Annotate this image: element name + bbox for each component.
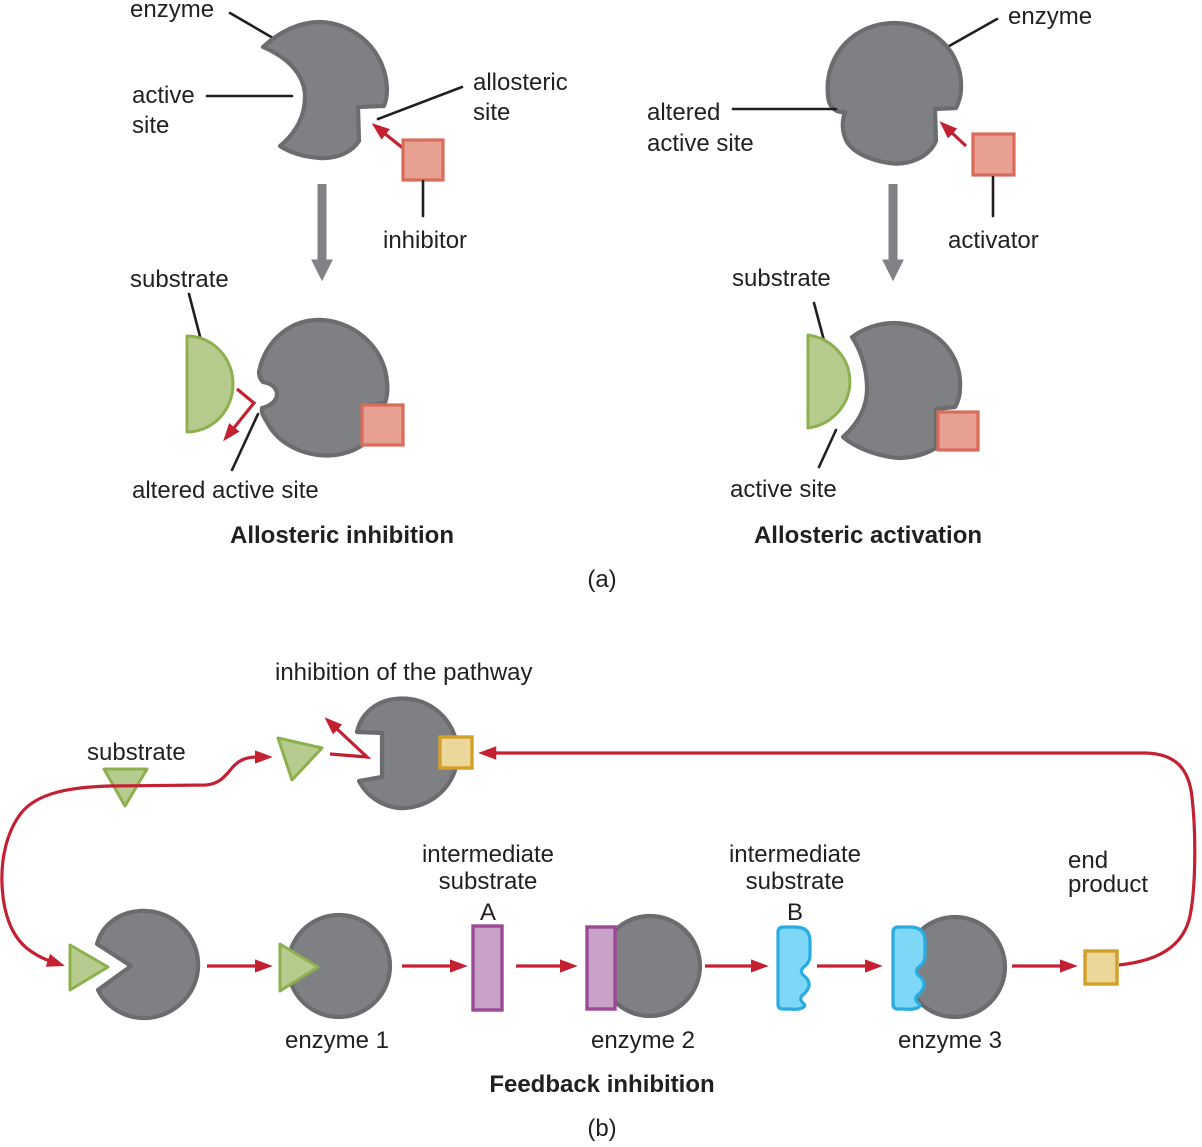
- inhibited-enzyme-shape: [256, 317, 390, 458]
- bound-inhibitor-square: [360, 403, 405, 447]
- allosteric-site-label-line1: allosteric: [473, 69, 568, 96]
- intermediate-a-label-line2: substrate: [439, 868, 538, 895]
- panel-b-feedback-inhibition: inhibition of the pathway substrate enzy…: [0, 659, 1197, 1142]
- altered-active-site-label-line2: active site: [647, 130, 754, 157]
- bound-substrate-shape: [806, 333, 852, 430]
- active-site-label-line1: active: [132, 82, 195, 109]
- feedback-inhibition-caption: Feedback inhibition: [489, 1071, 714, 1098]
- enzyme-3-label: enzyme 3: [898, 1027, 1002, 1054]
- feedback-loop-arrow: [478, 746, 1197, 967]
- enzyme-1-bound-substrate: [278, 942, 320, 993]
- free-enzyme-shape: [94, 908, 201, 1021]
- intermediate-a-letter: A: [480, 899, 496, 926]
- intermediate-b-label-line2: substrate: [746, 868, 845, 895]
- activator-binding-arrow: [939, 121, 968, 148]
- end-product-square: [1083, 949, 1119, 986]
- substrate-rejected-arrow: [223, 387, 257, 442]
- inhibitor-binding-arrow: [371, 123, 405, 151]
- bound-activator-square: [936, 410, 980, 452]
- panel-b-label: (b): [587, 1115, 616, 1142]
- panel-a-activation: enzyme altered active site activator sub…: [587, 3, 1092, 593]
- intermediate-substrate-b-shape: [776, 925, 812, 1011]
- substrate-shape: [185, 334, 235, 434]
- substrate-label: substrate: [130, 266, 229, 293]
- enzyme-label: enzyme: [130, 0, 214, 23]
- inhibitor-label: inhibitor: [383, 227, 467, 254]
- altered-active-site-label: altered active site: [132, 477, 319, 504]
- allosteric-inhibition-caption: Allosteric inhibition: [230, 522, 454, 549]
- allosteric-activation-caption: Allosteric activation: [754, 522, 982, 549]
- intermediate-b-letter: B: [787, 899, 803, 926]
- panel-a-inhibition: enzyme active site allosteric site inhib…: [130, 0, 568, 549]
- intermediate-b-label-line1: intermediate: [729, 841, 861, 868]
- activator-square: [971, 132, 1016, 177]
- substrate-rejected-arrow: [324, 717, 372, 759]
- enzyme-label: enzyme: [1008, 3, 1092, 30]
- substrate-path-curve: [0, 750, 273, 967]
- intermediate-substrate-a-shape: [471, 924, 504, 1012]
- intermediate-a-label-line1: intermediate: [422, 841, 554, 868]
- active-site-label-line2: site: [132, 112, 169, 139]
- inhibitor-square: [401, 138, 445, 182]
- active-site-leader-line: [817, 428, 838, 469]
- allosteric-site-label-line2: site: [473, 99, 510, 126]
- substrate-label: substrate: [732, 265, 831, 292]
- bound-end-product-square: [438, 735, 474, 770]
- enzyme-shape: [260, 19, 390, 161]
- enzyme-2-label: enzyme 2: [591, 1027, 695, 1054]
- entering-substrate-triangle: [68, 943, 110, 992]
- altered-active-site-leader-line: [230, 412, 260, 472]
- enzyme-1-label: enzyme 1: [285, 1027, 389, 1054]
- active-site-label: active site: [730, 476, 837, 503]
- rejected-substrate-triangle: [276, 736, 324, 782]
- enzyme-shape: [825, 20, 964, 166]
- end-product-label-line2: product: [1068, 871, 1148, 898]
- allosteric-site-leader-line: [376, 85, 464, 121]
- activated-enzyme-shape: [840, 320, 963, 461]
- end-product-label-line1: end: [1068, 847, 1108, 874]
- activator-label: activator: [948, 227, 1039, 254]
- enzyme-2-bound-substrate-a: [585, 925, 617, 1011]
- panel-a-label: (a): [587, 566, 616, 593]
- altered-active-site-label-line1: altered: [647, 99, 720, 126]
- substrate-label: substrate: [87, 739, 186, 766]
- inhibition-of-pathway-label: inhibition of the pathway: [275, 659, 533, 686]
